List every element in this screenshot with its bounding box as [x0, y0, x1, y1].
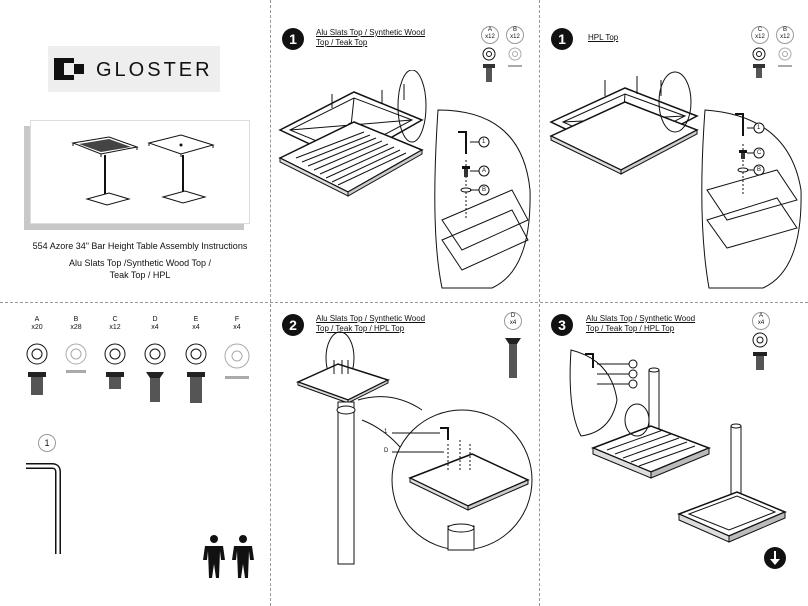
- step-2-hardware-icon: [505, 338, 521, 378]
- step-1a-diagram: [278, 70, 531, 289]
- next-page-arrow-icon: [764, 547, 786, 569]
- step-3-title-line1: Alu Slats Top / Synthetic Wood: [586, 314, 696, 323]
- step-2-diagram: [296, 331, 533, 565]
- product-tables-illustration: [71, 134, 215, 206]
- two-people-icon: [203, 535, 254, 578]
- step-1a-callout-a: A: [482, 168, 487, 174]
- step-3-number: 3: [551, 314, 573, 336]
- step-1a-title-line1: Alu Slats Top / Synthetic Wood: [316, 28, 426, 37]
- divider-vertical-1: [270, 0, 271, 606]
- step-3-hardware-icon: [752, 332, 768, 370]
- brand-logo-mark: [54, 58, 84, 80]
- step-2-number: 2: [282, 314, 304, 336]
- brand-name: GLOSTER: [96, 59, 213, 81]
- parts-hardware-icons: [26, 343, 250, 403]
- step-1a-hardware-icons: [482, 47, 522, 82]
- cover-product-image: [30, 120, 250, 224]
- step-1b-callout-c: C: [757, 150, 762, 156]
- divider-vertical-2: [539, 0, 540, 606]
- step-1a-callout-b: B: [482, 187, 487, 193]
- hex-key-icon: [26, 463, 61, 554]
- cover-subtitle-line1: Alu Slats Top /Synthetic Wood Top /: [68, 258, 212, 268]
- step-2-callout-d: D: [384, 448, 389, 454]
- divider-horizontal: [0, 302, 808, 303]
- step-1b-title-line1: HPL Top: [588, 33, 619, 42]
- step-2-title-line1: Alu Slats Top / Synthetic Wood: [316, 314, 426, 323]
- step-1b-number: 1: [551, 28, 573, 50]
- step-1a-callout-1: 1: [482, 139, 486, 145]
- step-3-title-line2: Top / Teak Top / HPL Top: [586, 324, 675, 333]
- cover-subtitle-line2: Teak Top / HPL: [109, 270, 171, 280]
- cover-title: 554 Azore 34" Bar Height Table Assembly …: [32, 241, 248, 251]
- step-2-title-line2: Top / Teak Top / HPL Top: [316, 324, 405, 333]
- step-1a-number: 1: [282, 28, 304, 50]
- step-1b-callout-b: B: [757, 167, 762, 173]
- step-1b-callout-1: 1: [757, 125, 761, 131]
- tool-number-tag: 1: [38, 434, 56, 452]
- step-2-callout-1: 1: [384, 429, 388, 435]
- step-3-diagram: [569, 349, 787, 543]
- step-1b-diagram: [549, 71, 802, 289]
- step-1b-hardware-icons: [752, 47, 792, 78]
- step-1a-title-line2: Top / Teak Top: [316, 38, 368, 47]
